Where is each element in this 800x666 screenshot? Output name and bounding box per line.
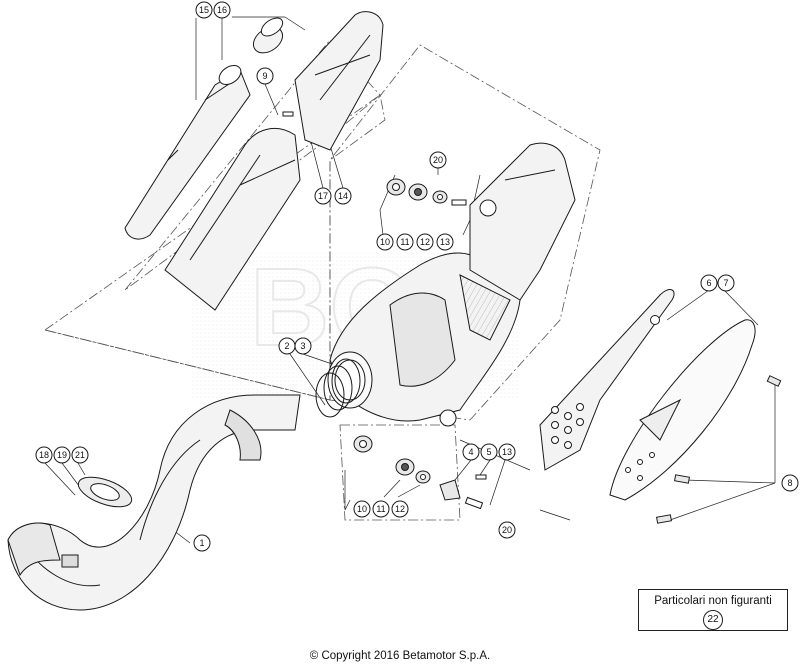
tailpipe	[124, 17, 284, 240]
callout-3	[294, 337, 312, 355]
callout-9	[256, 67, 274, 85]
callout-label-11a: 11	[400, 237, 409, 247]
callout-20b	[498, 521, 516, 539]
parts-not-shown-box: Particolari non figuranti 22	[638, 589, 788, 631]
callout-label-10b: 10	[357, 504, 367, 514]
callout-label-21: 21	[75, 450, 85, 460]
callout-label-16: 16	[217, 5, 227, 15]
callout-12a	[416, 233, 434, 251]
hardware-bottom	[353, 435, 487, 510]
callout-13a	[436, 233, 454, 251]
callout-6	[700, 274, 718, 292]
parts-not-shown-number: 22	[703, 610, 723, 630]
callout-15	[195, 1, 213, 19]
callout-label-3: 3	[300, 341, 305, 351]
callout-10b	[353, 500, 371, 518]
callout-label-11b: 11	[376, 504, 385, 514]
callout-label-5: 5	[486, 447, 491, 457]
callout-11b	[372, 500, 390, 518]
bolts	[656, 375, 782, 524]
silencer-body	[469, 142, 576, 301]
callout-label-15: 15	[199, 5, 209, 15]
callout-label-17: 17	[318, 191, 328, 201]
callout-label-12b: 12	[395, 504, 405, 514]
callout-13b	[498, 443, 516, 461]
callout-label-18: 18	[39, 450, 49, 460]
callout-labels: 15 16 9 17 14 20 10 11 12 13 2 3 6 7 18 …	[39, 5, 793, 548]
callout-12b	[391, 500, 409, 518]
callout-label-1: 1	[199, 538, 204, 548]
callout-label-14: 14	[338, 191, 348, 201]
heat-guard	[609, 319, 756, 501]
callout-label-7: 7	[723, 278, 728, 288]
callout-label-19: 19	[57, 450, 67, 460]
header-pipe	[7, 394, 301, 611]
callout-5	[480, 443, 498, 461]
exhaust-flange	[61, 476, 133, 568]
callout-label-2: 2	[284, 341, 289, 351]
callout-label-13b: 13	[502, 447, 512, 457]
callout-label-6: 6	[706, 278, 711, 288]
callout-7	[717, 274, 735, 292]
callout-8	[781, 474, 799, 492]
callout-20a	[429, 151, 447, 169]
callout-14	[334, 187, 352, 205]
callout-label-20b: 20	[502, 525, 512, 535]
callout-21	[71, 446, 89, 464]
callout-label-13a: 13	[440, 237, 450, 247]
callout-label-20a: 20	[433, 155, 443, 165]
callout-label-4: 4	[468, 447, 473, 457]
callouts	[35, 1, 799, 552]
expansion-chamber	[327, 252, 521, 427]
callout-18	[35, 446, 53, 464]
callout-4	[462, 443, 480, 461]
callout-19	[53, 446, 71, 464]
callout-label-12a: 12	[420, 237, 430, 247]
callout-1	[193, 534, 211, 552]
mounting-bracket	[539, 289, 675, 471]
callout-label-10a: 10	[380, 237, 390, 247]
hardware-top	[282, 111, 467, 206]
callout-label-9: 9	[262, 71, 267, 81]
callout-11a	[396, 233, 414, 251]
parts-not-shown-label: Particolari non figuranti	[654, 595, 772, 607]
callout-label-8: 8	[787, 478, 792, 488]
copyright-notice: © Copyright 2016 Betamotor S.p.A.	[309, 650, 491, 662]
silencer-shells	[164, 11, 384, 311]
sealing-rings	[315, 358, 361, 418]
callout-16	[213, 1, 231, 19]
callout-17	[314, 187, 332, 205]
callout-10a	[376, 233, 394, 251]
